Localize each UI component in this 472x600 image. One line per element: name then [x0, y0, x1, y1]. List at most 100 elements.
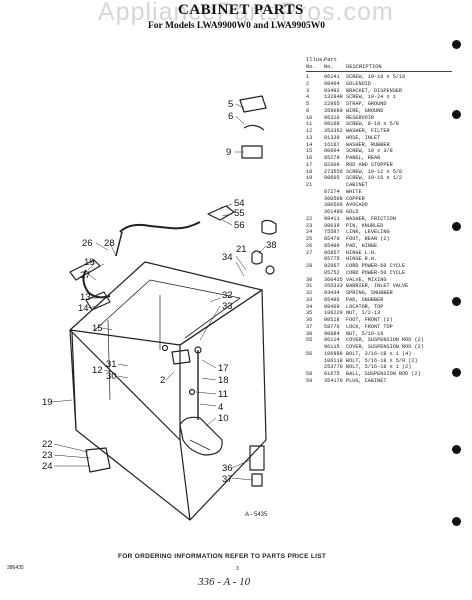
ground-wire-clip [241, 145, 263, 159]
callout-label: 31 [106, 359, 117, 370]
part-description: PAD, HINGE [346, 242, 378, 249]
part-description: LOCK, FRONT TOP [346, 323, 393, 330]
part-description: COPPER [346, 195, 365, 202]
part-description: RESERVOIR [346, 114, 375, 121]
part-description: PANEL, REAR [346, 155, 381, 161]
part-description: FOOT, FRONT (2) [346, 317, 393, 323]
document-number: 386435 [7, 565, 24, 571]
watermark: AppliancePartsPros.com [98, 0, 394, 26]
callout-label: 56 [234, 220, 245, 231]
header-part-no: No. [324, 63, 334, 70]
part-no: 98411 [324, 215, 340, 222]
part-description: WASHER, FRICTION [346, 215, 396, 222]
part-description: WASHER, FILTER [346, 128, 390, 134]
part-no: 87274 [324, 188, 340, 195]
rear-foot [85, 447, 111, 473]
part-description: PAD, SNUBBER [346, 296, 384, 303]
part-description: CABINET [346, 182, 368, 188]
part-no: 85479 [324, 236, 340, 242]
illus-no: 59 [306, 377, 313, 384]
callout-label: 5 [228, 99, 233, 110]
part-no: 85499 [324, 242, 340, 249]
page-title: CABINET PARTS [178, 2, 304, 18]
part-description: COVER, SUSPENSION ROD (2) [346, 337, 424, 344]
part-description: PIN, KNURLED [346, 222, 384, 229]
callout-label: 15 [92, 323, 103, 334]
part-no: 98639 [324, 222, 340, 229]
callout-label: 34 [222, 252, 233, 263]
illus-no: 25 [306, 236, 313, 242]
illus-no: 35 [306, 310, 313, 317]
part-description: BOLT, 5/16-18 x 5/8 (2) [346, 357, 418, 364]
callout-label: 21 [236, 244, 247, 255]
part-description: SCREW, 10-16 x 1/2 [346, 175, 403, 182]
part-no: 81675 [324, 371, 340, 377]
part-no: 90984 [324, 330, 340, 337]
part-description: WIRE, GROUND [346, 107, 384, 114]
mixing-valve [85, 291, 111, 311]
illus-no: 33 [306, 296, 313, 303]
illus-no: 12 [306, 128, 313, 134]
callout-label: 12 [92, 365, 103, 376]
callout-label: 10 [218, 413, 229, 424]
callout-label: 32 [222, 290, 233, 301]
illus-no: 8 [306, 107, 310, 114]
hinge [207, 205, 235, 221]
part-description: HINGE R.H. [346, 256, 378, 263]
snubber-pad [251, 250, 263, 265]
part-description: ROD AND STOPPER [346, 161, 393, 168]
part-description: HINGE L.H. [346, 249, 378, 256]
illus-no: 32 [306, 290, 313, 296]
illus-no: 14 [306, 141, 313, 148]
reservoir [179, 416, 223, 456]
part-description: BALL, SUSPENSION ROD (2) [346, 371, 421, 377]
table-row: 85752 CORD POWER-50 CYCLE [306, 270, 452, 277]
part-no: 16167 [324, 141, 340, 148]
part-no: 75587 [324, 229, 340, 236]
part-no: 90664 [324, 148, 340, 155]
illus-no: 58 [306, 371, 313, 377]
part-description: GOLD [346, 209, 359, 215]
part-description: PLUG, CABINET [346, 377, 387, 384]
callout-label: 27 [80, 270, 91, 281]
part-no: 98409 [324, 303, 340, 310]
part-no: 22965 [324, 101, 340, 107]
part-no: 85752 [324, 269, 340, 276]
inlet-hose [119, 221, 201, 233]
part-no: 360508 [324, 195, 343, 202]
part-no: 98464 [324, 80, 340, 87]
page-number: 3 [236, 566, 239, 572]
callout-label: 14 [78, 303, 89, 314]
part-description: HOSE, INLET [346, 134, 381, 141]
solenoid [171, 349, 191, 365]
suspension-cover [261, 219, 277, 235]
illus-no: 22 [306, 215, 313, 222]
part-no: 106118 [324, 357, 343, 364]
part-no: 132848 [324, 94, 343, 101]
callout-label: 19 [84, 257, 95, 268]
part-description: CORD POWER-60 CYCLE [346, 263, 406, 269]
part-description: CORD POWER-50 CYCLE [346, 269, 406, 276]
illus-no: 21 [306, 182, 313, 188]
callout-label: 54 [234, 198, 245, 209]
part-description: VALVE, MIXING [346, 276, 387, 283]
punch-hole [452, 517, 461, 526]
